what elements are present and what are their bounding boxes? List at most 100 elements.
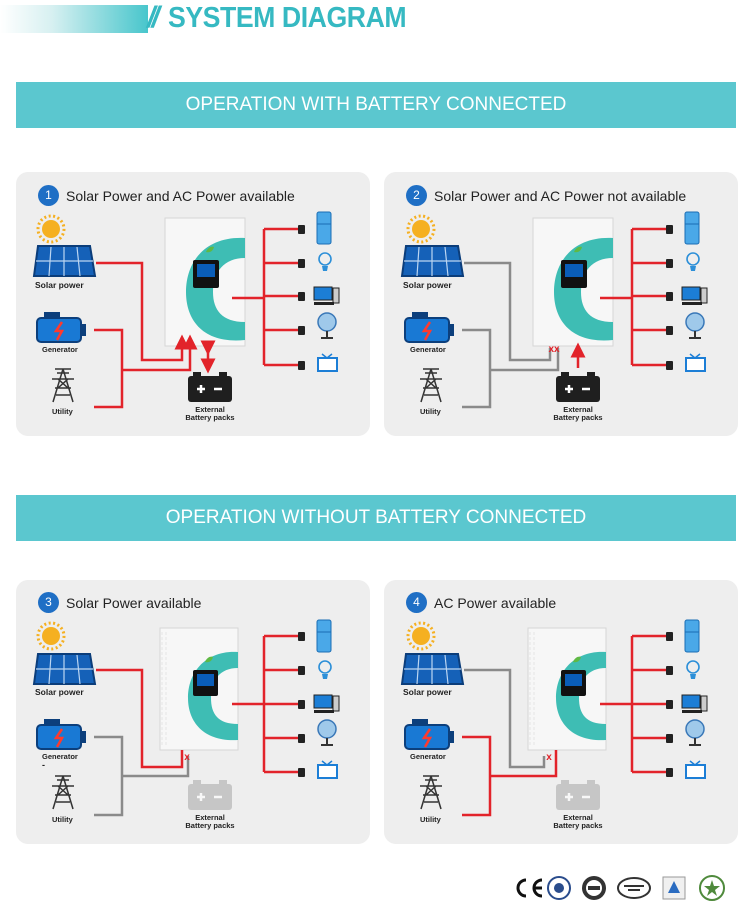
cert-seal-icon — [582, 876, 606, 900]
tv-icon — [685, 760, 706, 779]
panel-number-badge: 3 — [38, 592, 59, 613]
plug-icon — [298, 225, 305, 370]
fan-icon — [685, 719, 705, 746]
solar-panel-icon — [400, 653, 465, 685]
bulb-icon — [318, 252, 332, 271]
generator-icon — [36, 719, 86, 750]
active-power-lines — [570, 227, 666, 368]
generator-label: Generator — [410, 345, 446, 354]
tuv-mark-icon — [662, 876, 686, 900]
fault-mark: xx — [548, 344, 560, 355]
tv-icon — [317, 353, 338, 372]
header-gradient-bar — [0, 5, 148, 33]
panel-title-text: Solar Power and AC Power not available — [434, 188, 687, 204]
fault-mark: x — [546, 752, 552, 763]
utility-label: Utility — [420, 815, 442, 824]
solar-panel-icon — [32, 653, 97, 685]
page-title: SYSTEM DIAGRAM — [168, 2, 407, 34]
battery-label-line2: Battery packs — [553, 413, 602, 422]
solar-label: Solar power — [35, 687, 84, 697]
generator-dash: - — [42, 760, 45, 770]
generator-label: Generator — [42, 752, 78, 761]
fridge-icon — [316, 211, 332, 245]
cert-seal-icon — [547, 876, 571, 900]
fan-icon — [317, 312, 337, 339]
utility-tower-icon — [52, 775, 74, 810]
battery-label-line2: Battery packs — [553, 821, 602, 830]
inactive-power-lines — [462, 261, 560, 409]
sun-icon — [406, 621, 436, 651]
generator-label: Generator — [42, 345, 78, 354]
battery-label-line1: External — [563, 405, 593, 414]
panel-3-diagram: x Solar power Generator - Utility Extern… — [32, 619, 340, 830]
panel-2-diagram: xx Solar power Generator Utility Externa… — [400, 211, 708, 422]
battery-label-line1: External — [195, 813, 225, 822]
generator-icon — [36, 312, 86, 343]
utility-label: Utility — [52, 815, 74, 824]
tlc-mark-icon — [617, 877, 651, 899]
fridge-icon — [684, 619, 700, 653]
plug-icon — [298, 632, 305, 777]
tv-icon — [317, 760, 338, 779]
ce-mark-icon — [516, 878, 543, 898]
panel-number-badge: 2 — [406, 185, 427, 206]
generator-icon — [404, 312, 454, 343]
inverter-icon — [532, 217, 614, 347]
active-power-lines — [94, 227, 298, 409]
bulb-icon — [686, 660, 700, 679]
certification-marks — [516, 875, 725, 901]
solar-label: Solar power — [35, 280, 84, 290]
fan-icon — [317, 719, 337, 746]
panel-number-badge: 1 — [38, 185, 59, 206]
battery-icon — [188, 780, 232, 810]
utility-label: Utility — [52, 407, 74, 416]
inactive-power-lines — [94, 735, 190, 817]
inverter-icon — [159, 627, 239, 751]
active-power-lines — [462, 634, 666, 817]
sun-icon — [36, 621, 66, 651]
solar-label: Solar power — [403, 280, 452, 290]
battery-icon — [556, 372, 600, 402]
banner-without-battery: OPERATION WITHOUT BATTERY CONNECTED — [16, 495, 736, 541]
utility-tower-icon — [52, 368, 74, 403]
inverter-icon — [527, 627, 607, 751]
fridge-icon — [316, 619, 332, 653]
utility-tower-icon — [420, 368, 442, 403]
utility-tower-icon — [420, 775, 442, 810]
bulb-icon — [686, 252, 700, 271]
fan-icon — [685, 312, 705, 339]
generator-label: Generator — [410, 752, 446, 761]
computer-icon — [681, 286, 708, 305]
battery-label-line2: Battery packs — [185, 821, 234, 830]
generator-icon — [404, 719, 454, 750]
battery-label-line1: External — [195, 405, 225, 414]
panel-title-text: AC Power available — [434, 595, 557, 611]
banner-with-battery: OPERATION WITH BATTERY CONNECTED — [16, 82, 736, 128]
battery-label-line1: External — [563, 813, 593, 822]
inactive-power-lines — [464, 668, 546, 769]
sun-icon — [406, 214, 436, 244]
solar-panel-icon — [32, 245, 97, 277]
utility-label: Utility — [420, 407, 442, 416]
panel-title-text: Solar Power available — [66, 595, 202, 611]
fault-mark: x — [184, 752, 190, 763]
computer-icon — [313, 286, 340, 305]
battery-icon — [188, 372, 232, 402]
active-power-lines — [96, 634, 298, 774]
plug-icon — [666, 225, 673, 370]
panel-4-diagram: x Solar power Generator Utility External… — [400, 619, 708, 830]
computer-icon — [681, 694, 708, 713]
inverter-icon — [164, 217, 246, 347]
plug-icon — [666, 632, 673, 777]
solar-label: Solar power — [403, 687, 452, 697]
sun-icon — [36, 214, 66, 244]
fridge-icon — [684, 211, 700, 245]
solar-panel-icon — [400, 245, 465, 277]
panel-number-badge: 4 — [406, 592, 427, 613]
tv-icon — [685, 353, 706, 372]
cert-seal-icon — [699, 875, 725, 901]
battery-label-line2: Battery packs — [185, 413, 234, 422]
bulb-icon — [318, 660, 332, 679]
panel-title-text: Solar Power and AC Power available — [66, 188, 295, 204]
